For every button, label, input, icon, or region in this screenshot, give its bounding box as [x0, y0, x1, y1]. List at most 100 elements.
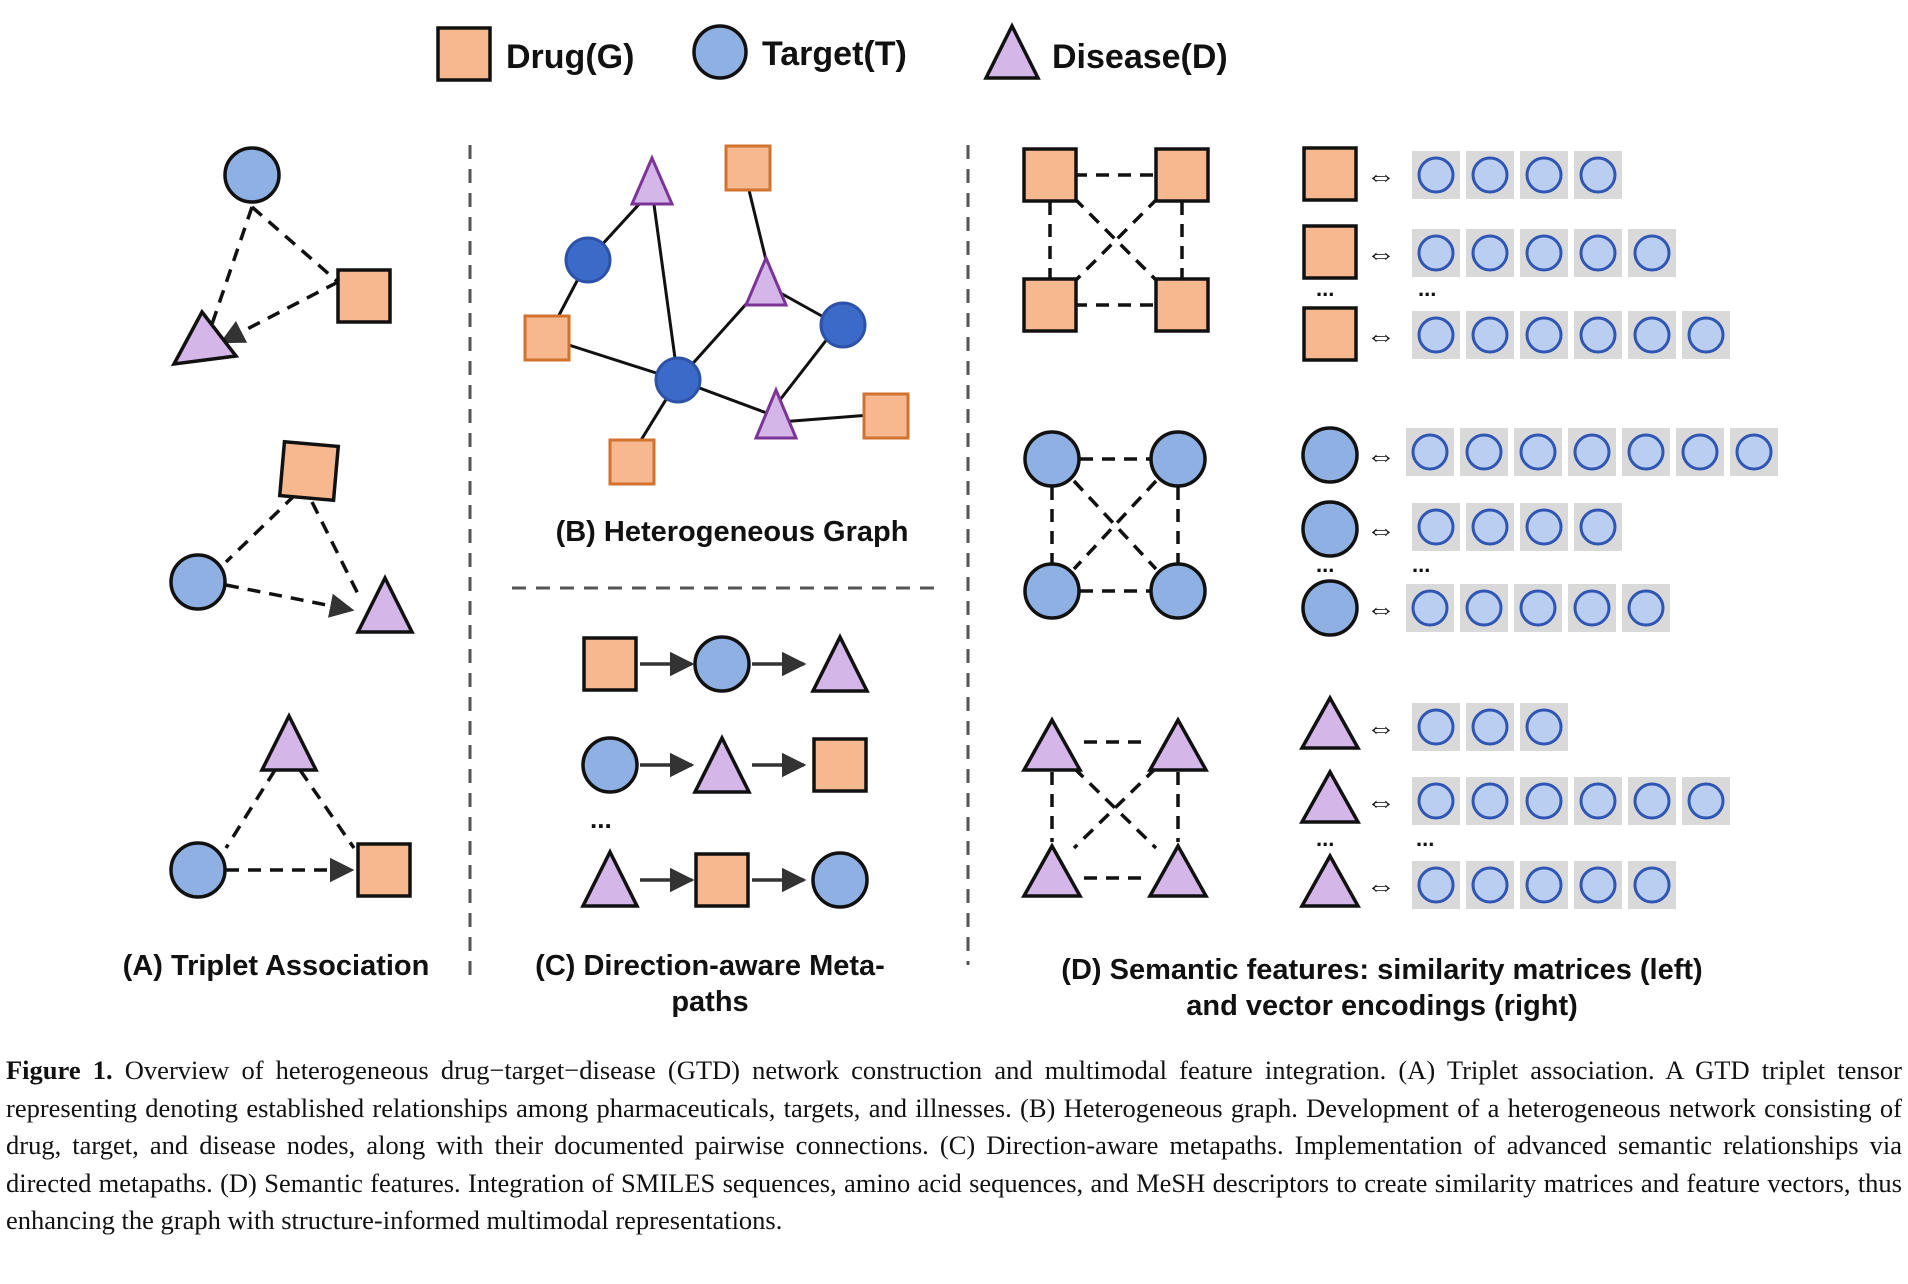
panel-c-metapaths: ... (C) Direction-aware Meta- paths [535, 633, 885, 1018]
drug-node-icon [1154, 277, 1210, 333]
vector-element-circle-icon [1687, 316, 1725, 354]
target-ellipsis-right: ... [1412, 552, 1430, 577]
drug-vector-rows: ⇔ ⇔ ... ... ⇔ [1302, 146, 1730, 362]
target-node-icon [811, 851, 869, 909]
graph-drug-node-icon [523, 314, 571, 362]
disease-node-icon [355, 574, 415, 634]
vector-element-circle-icon [1573, 589, 1611, 627]
legend-disease-label: Disease(D) [1052, 38, 1228, 76]
triplet-2 [169, 439, 415, 634]
vector-element-circle-icon [1633, 782, 1671, 820]
drug-node-icon [812, 737, 868, 793]
target-node-icon [693, 635, 751, 693]
double-arrow-icon: ⇔ [1366, 786, 1396, 819]
drug-node-icon [1022, 147, 1078, 203]
drug-ellipsis-left: ... [1316, 276, 1334, 301]
panel-c-title-line2: paths [671, 986, 748, 1018]
vector-element-circle-icon [1573, 433, 1611, 471]
target-node-icon [1149, 562, 1207, 620]
vector-element-circle-icon [1525, 866, 1563, 904]
caption-text: Overview of heterogeneous drug−target−di… [6, 1055, 1902, 1235]
vector-element-circle-icon [1633, 866, 1671, 904]
target-vector-1 [1406, 428, 1778, 476]
graph-target-node-icon [654, 356, 702, 404]
graph-disease-node-icon [743, 254, 789, 307]
drug-node-icon [582, 636, 638, 692]
double-arrow-icon: ⇔ [1366, 712, 1396, 745]
target-node-icon [1301, 426, 1359, 484]
vector-element-circle-icon [1465, 433, 1503, 471]
target-ellipsis-left: ... [1316, 552, 1334, 577]
vector-element-circle-icon [1525, 782, 1563, 820]
disease-node-icon [692, 734, 752, 794]
disease-node-icon [1299, 852, 1361, 908]
vector-element-circle-icon [1525, 508, 1563, 546]
panel-c-title-line1: (C) Direction-aware Meta- [535, 950, 885, 982]
target-node-icon [223, 146, 281, 204]
disease-vector-rows: ⇔ ⇔ ... ... ⇔ [1299, 694, 1730, 909]
disease-node-icon [1021, 842, 1083, 898]
drug-vector-1 [1412, 151, 1622, 199]
vector-element-circle-icon [1681, 433, 1719, 471]
vector-element-circle-icon [1579, 866, 1617, 904]
drug-node-icon [1302, 306, 1358, 362]
vector-element-circle-icon [1471, 866, 1509, 904]
vector-element-circle-icon [1519, 589, 1557, 627]
metapath-drug-target-disease [582, 633, 870, 693]
panel-d-vector-encodings: ⇔ ⇔ ... ... ⇔ ⇔ ⇔ ... ... ⇔ ⇔ [1061, 146, 1778, 1022]
vector-element-circle-icon [1579, 316, 1617, 354]
double-arrow-icon: ⇔ [1366, 514, 1396, 547]
vector-element-circle-icon [1525, 708, 1563, 746]
legend-disease-triangle-icon [983, 22, 1041, 80]
vector-element-circle-icon [1417, 708, 1455, 746]
double-arrow-icon: ⇔ [1366, 440, 1396, 473]
target-node-icon [581, 736, 639, 794]
triplet-3 [169, 712, 412, 899]
double-arrow-icon: ⇔ [1366, 160, 1396, 193]
vector-element-circle-icon [1579, 508, 1617, 546]
disease-node-icon [1147, 842, 1209, 898]
drug-node-icon [1302, 224, 1358, 280]
caption-label: Figure 1. [6, 1055, 113, 1085]
drug-node-icon [694, 852, 750, 908]
target-node-icon [1149, 430, 1207, 488]
target-node-icon [1023, 430, 1081, 488]
graph-disease-node-icon [629, 154, 675, 206]
double-arrow-icon: ⇔ [1366, 238, 1396, 271]
target-node-icon [169, 841, 227, 899]
vector-element-circle-icon [1471, 708, 1509, 746]
drug-node-icon [1154, 147, 1210, 203]
vector-element-circle-icon [1465, 589, 1503, 627]
panel-d-title-line1: (D) Semantic features: similarity matric… [1061, 954, 1702, 986]
vector-element-circle-icon [1417, 156, 1455, 194]
vector-element-circle-icon [1471, 316, 1509, 354]
vector-element-circle-icon [1579, 156, 1617, 194]
drug-node-icon [277, 439, 341, 503]
vector-element-circle-icon [1579, 782, 1617, 820]
metapath-ellipsis: ... [590, 804, 612, 834]
panel-a-title: (A) Triplet Association [123, 950, 430, 982]
graph-drug-node-icon [724, 144, 772, 192]
drug-vector-3 [1412, 311, 1730, 359]
vector-element-circle-icon [1417, 508, 1455, 546]
target-node-icon [1301, 579, 1359, 637]
legend-target-circle-icon [692, 24, 748, 80]
disease-vector-3 [1412, 861, 1676, 909]
vector-element-circle-icon [1519, 433, 1557, 471]
disease-node-icon [580, 848, 640, 908]
drug-similarity-matrix [1048, 173, 1184, 307]
drug-node-icon [336, 268, 392, 324]
vector-element-circle-icon [1417, 234, 1455, 272]
target-node-icon [1301, 500, 1359, 558]
vector-element-circle-icon [1417, 782, 1455, 820]
panel-a-triplets: (A) Triplet Association [123, 146, 430, 982]
vector-element-circle-icon [1411, 589, 1449, 627]
vector-element-circle-icon [1627, 433, 1665, 471]
vector-element-circle-icon [1579, 234, 1617, 272]
disease-node-icon [1147, 716, 1209, 772]
target-node-icon [1023, 562, 1081, 620]
disease-node-icon [170, 308, 240, 367]
target-vector-rows: ⇔ ⇔ ... ... ⇔ [1301, 426, 1778, 637]
graph-disease-node-icon [753, 386, 799, 440]
vector-element-circle-icon [1471, 782, 1509, 820]
